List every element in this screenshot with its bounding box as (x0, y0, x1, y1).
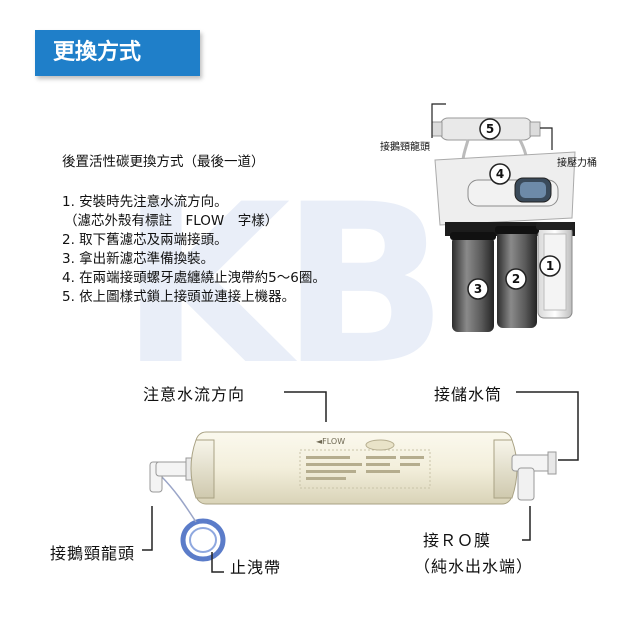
tape-ring (180, 518, 226, 562)
label-storage-tank: 接儲水筒 (434, 385, 503, 404)
post-carbon-filter: ◄FLOW (149, 431, 557, 562)
label-ro-membrane: 接ＲＯ膜 (423, 531, 492, 550)
instruction-subtitle: 後置活性碳更換方式（最後一道） (62, 154, 265, 170)
stage-number-5: 5 (486, 122, 494, 136)
watermark: KB (120, 157, 448, 413)
instruction-steps: 1. 安裝時先注意水流方向。 （濾芯外殼有標註 FLOW 字樣） 2. 取下舊濾… (62, 193, 326, 307)
step-1-note: （濾芯外殼有標註 FLOW 字樣） (64, 213, 279, 229)
step-4: 4. 在兩端接頭螺牙處纏繞止洩帶約5～6圈。 (62, 270, 326, 286)
stage-number-3: 3 (474, 282, 482, 296)
flow-marking: ◄FLOW (316, 437, 345, 446)
label-pressure-tank: 接壓力桶 (557, 158, 597, 169)
label-tape: 止洩帶 (230, 558, 282, 577)
label-pure-water: （純水出水端） (414, 557, 534, 576)
label-flow-direction: 注意水流方向 (143, 385, 246, 404)
leader-lines (142, 391, 579, 573)
label-gooseneck-top: 接鵝頸龍頭 (380, 142, 430, 153)
step-1: 1. 安裝時先注意水流方向。 (62, 194, 228, 210)
step-3: 3. 拿出新濾芯準備換裝。 (62, 251, 215, 267)
label-gooseneck-bottom: 接鵝頸龍頭 (50, 544, 136, 563)
step-2: 2. 取下舊濾芯及兩端接頭。 (62, 232, 228, 248)
step-5: 5. 依上圖樣式鎖上接頭並連接上機器。 (62, 289, 296, 305)
stage-number-1: 1 (546, 259, 554, 273)
stage-number-2: 2 (512, 272, 520, 286)
ro-system-diagram: 5 4 3 2 1 (431, 103, 576, 332)
page-title: 更換方式 (35, 30, 200, 76)
stage-number-4: 4 (496, 167, 504, 181)
